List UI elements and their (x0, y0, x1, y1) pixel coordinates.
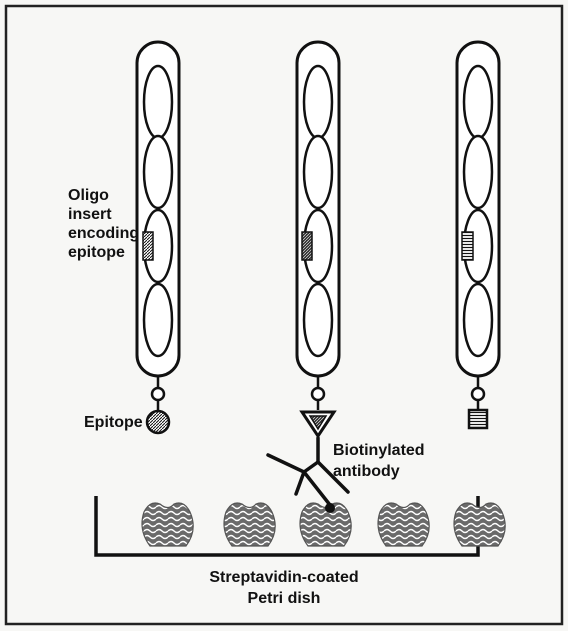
epitope-tag-icon (147, 411, 169, 433)
antibody-label-line: Biotinylated (333, 440, 425, 461)
oligo-insert-label: Oligo insert encoding epitope (68, 186, 139, 262)
epitope-label: Epitope (84, 413, 143, 432)
phage-2 (297, 42, 339, 436)
petri-dish-label: Streptavidin-coated Petri dish (0, 567, 568, 609)
oligo-insert-label-line: epitope (68, 243, 139, 262)
epitope-tag-icon (469, 410, 487, 428)
phage-1 (137, 42, 179, 433)
biotinylated-antibody-label: Biotinylated antibody (333, 440, 425, 482)
dish-label-line: Streptavidin-coated (0, 567, 568, 588)
dish-label-line: Petri dish (0, 588, 568, 609)
streptavidin-blobs (142, 503, 505, 546)
epitope-insert-icon (302, 232, 312, 260)
epitope-insert-icon (462, 232, 473, 260)
streptavidin-blob-icon (142, 503, 193, 546)
oligo-insert-label-line: insert (68, 205, 139, 224)
oligo-insert-label-line: encoding (68, 224, 139, 243)
phage-3 (457, 42, 499, 428)
antibody-label-line: antibody (333, 461, 425, 482)
streptavidin-blob-icon (224, 503, 275, 546)
oligo-insert-label-line: Oligo (68, 186, 139, 205)
streptavidin-blob-icon (454, 503, 505, 546)
epitope-insert-icon (143, 232, 153, 260)
streptavidin-blob-icon (378, 503, 429, 546)
